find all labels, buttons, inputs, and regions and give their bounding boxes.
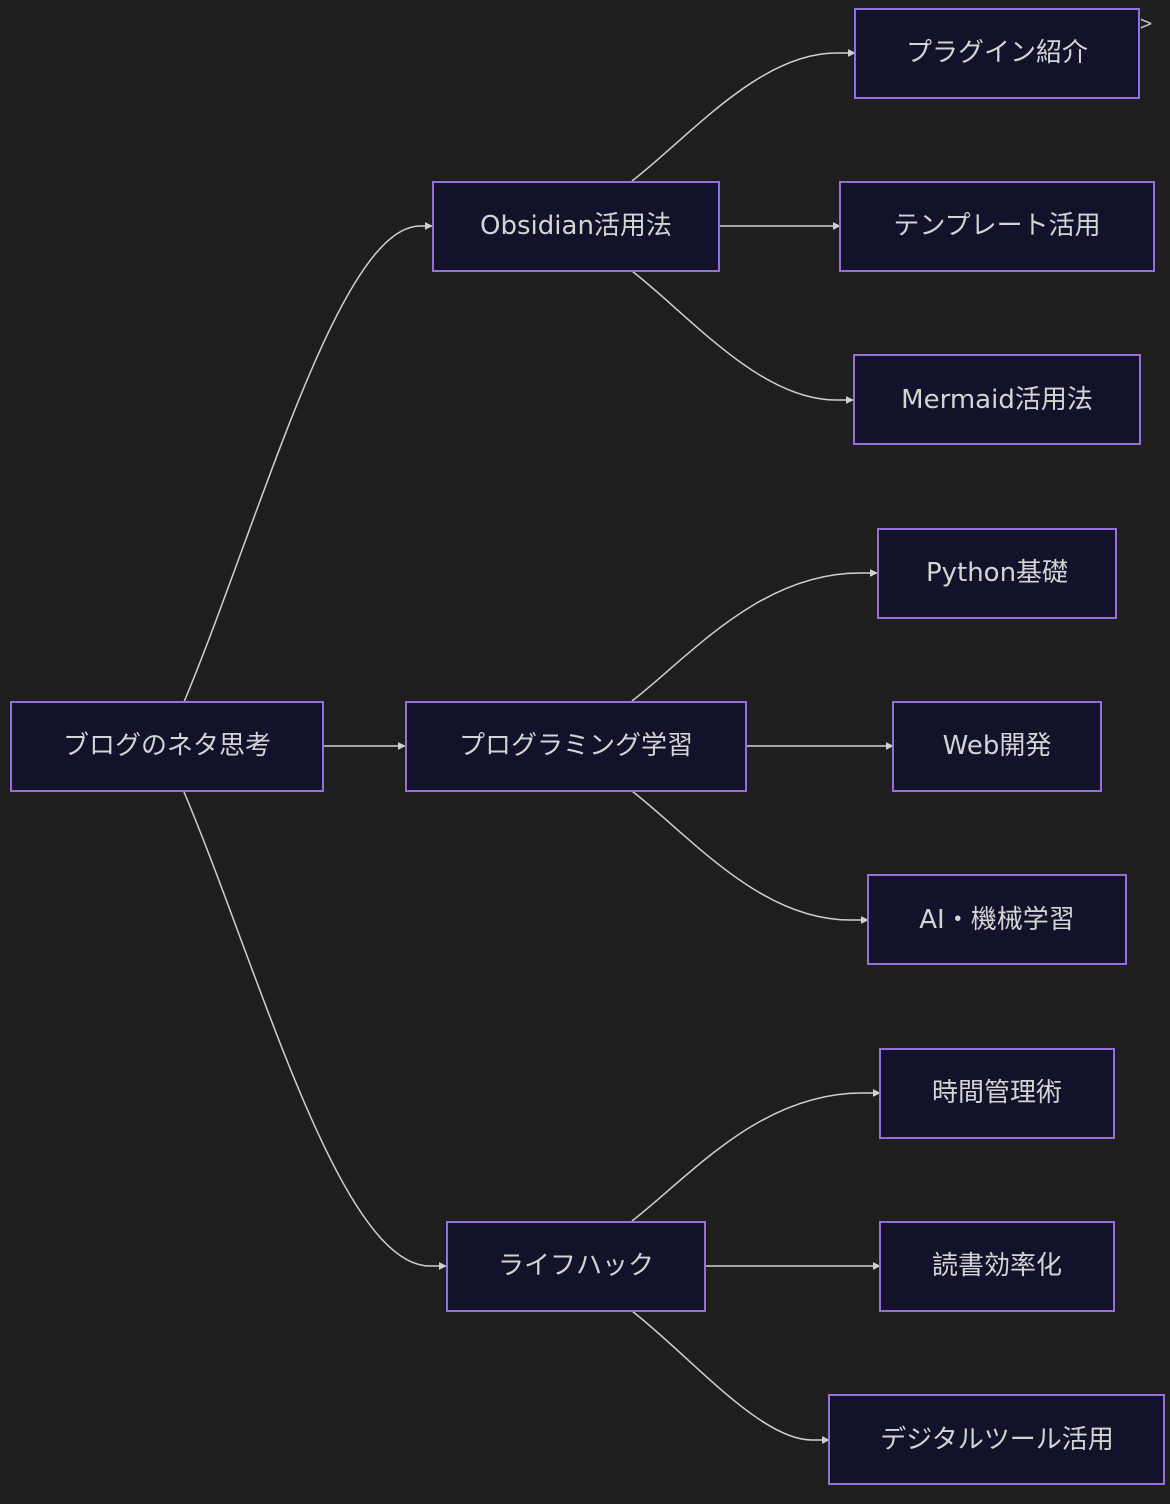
node-ai-label: AI・機械学習 [919,905,1074,935]
edge-root-to-obsidian [183,222,433,703]
node-time-label: 時間管理術 [932,1078,1062,1108]
edge-obsidian-to-plugin [631,49,856,182]
node-time[interactable]: 時間管理術 [879,1048,1115,1139]
node-template[interactable]: テンプレート活用 [839,181,1155,272]
node-web[interactable]: Web開発 [892,701,1102,792]
node-reading[interactable]: 読書効率化 [879,1221,1115,1312]
node-web-label: Web開発 [943,731,1052,761]
edge-programming-to-python [631,569,878,702]
node-root[interactable]: ブログのネタ思考 [10,701,324,792]
node-plugin[interactable]: プラグイン紹介 [854,8,1140,99]
edge-root-to-lifehack [183,791,447,1270]
nodes-layer: ブログのネタ思考 Obsidian活用法 プログラミング学習 ライフハック プラ… [10,8,1165,1485]
node-ai[interactable]: AI・機械学習 [867,874,1127,965]
node-obsidian[interactable]: Obsidian活用法 [432,181,720,272]
edge-lifehack-to-digital [631,1310,830,1444]
node-lifehack[interactable]: ライフハック [446,1221,706,1312]
node-python[interactable]: Python基礎 [877,528,1117,619]
node-plugin-label: プラグイン紹介 [906,38,1088,68]
node-mermaid-label: Mermaid活用法 [901,385,1093,415]
node-digital-label: デジタルツール活用 [880,1425,1113,1455]
node-template-label: テンプレート活用 [893,211,1100,241]
node-digital[interactable]: デジタルツール活用 [828,1394,1165,1485]
node-programming-label: プログラミング学習 [459,731,693,761]
edges-layer [183,49,894,1444]
node-root-label: ブログのネタ思考 [63,731,271,761]
edge-lifehack-to-time [631,1089,881,1222]
node-python-label: Python基礎 [926,558,1068,588]
node-programming[interactable]: プログラミング学習 [405,701,747,792]
edge-programming-to-ai [631,790,869,924]
edge-obsidian-to-mermaid [631,270,854,404]
node-obsidian-label: Obsidian活用法 [480,211,672,241]
node-reading-label: 読書効率化 [932,1251,1062,1281]
node-lifehack-label: ライフハック [498,1251,654,1281]
node-mermaid[interactable]: Mermaid活用法 [853,354,1141,445]
